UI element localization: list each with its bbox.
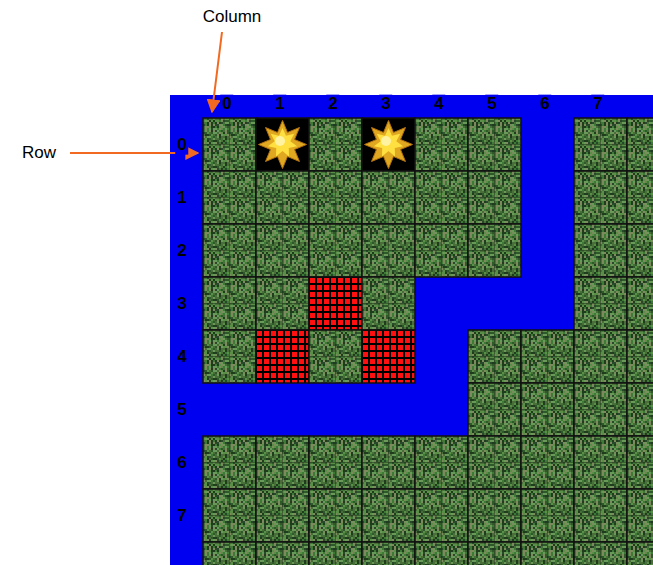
grass-tile [415,171,468,224]
grass-tile [521,436,574,489]
grass-tile [468,330,521,383]
grass-tile [309,171,362,224]
grass-tile [203,277,256,330]
grass-tile [415,118,468,171]
grass-tile [256,436,309,489]
grass-tile [574,436,627,489]
grass-tile [627,171,653,224]
grass-tile [627,436,653,489]
grass-tile [309,542,362,565]
grass-tile [574,224,627,277]
grass-tile [309,489,362,542]
row-number: 2 [175,242,188,261]
grass-tile [627,489,653,542]
grass-tile [574,542,627,565]
row-number: 5 [175,401,188,420]
lava-tile [309,277,362,330]
grass-tile [468,436,521,489]
grass-tile [256,171,309,224]
grass-tile [203,171,256,224]
grass-tile [256,542,309,565]
axis-label: Column [201,8,264,27]
lava-tile [362,330,415,383]
grass-tile [415,489,468,542]
grass-tile [627,224,653,277]
water-background [170,95,653,565]
grass-tile [521,489,574,542]
grass-tile [574,171,627,224]
grass-tile [203,436,256,489]
grass-tile [309,118,362,171]
grass-tile [468,489,521,542]
grass-tile [468,118,521,171]
grass-tile [521,330,574,383]
grass-tile [627,118,653,171]
grass-tile [468,383,521,436]
column-number: 5 [485,95,498,114]
grass-tile [627,330,653,383]
grass-tile [203,118,256,171]
grass-tile [256,224,309,277]
grass-tile [362,489,415,542]
grass-tile [203,542,256,565]
grass-tile [362,224,415,277]
grass-tile [627,542,653,565]
grass-tile [627,277,653,330]
grass-tile [415,224,468,277]
grass-tile [256,277,309,330]
row-number: 7 [175,507,188,526]
grass-tile [468,171,521,224]
lava-tile [256,330,309,383]
row-number: 4 [175,348,188,367]
grass-tile [362,436,415,489]
column-number: 0 [220,95,233,114]
grass-tile [203,489,256,542]
grass-tile [362,542,415,565]
grass-tile [468,224,521,277]
row-number: 3 [175,295,188,314]
row-number: 1 [175,189,188,208]
grass-tile [574,383,627,436]
column-number: 1 [273,95,286,114]
gold-tile [362,118,415,171]
gold-tile [256,118,309,171]
row-number: 0 [175,136,188,155]
grass-tile [309,436,362,489]
axis-label: Row [20,144,58,163]
grass-tile [574,118,627,171]
column-number: 3 [379,95,392,114]
grass-tile [468,542,521,565]
grass-tile [574,489,627,542]
grass-tile [415,542,468,565]
grass-tile [203,224,256,277]
row-number: 6 [175,454,188,473]
grass-tile [362,277,415,330]
grass-tile [521,383,574,436]
grass-tile [415,436,468,489]
grass-tile [309,330,362,383]
column-number: 2 [326,95,339,114]
grass-tile [309,224,362,277]
grass-tile [521,542,574,565]
grass-tile [362,171,415,224]
column-number: 6 [538,95,551,114]
grass-tile [574,330,627,383]
column-number: 7 [591,95,604,114]
grass-tile [256,489,309,542]
column-number: 4 [432,95,445,114]
grass-tile [627,383,653,436]
grass-tile [203,330,256,383]
grass-tile [574,277,627,330]
